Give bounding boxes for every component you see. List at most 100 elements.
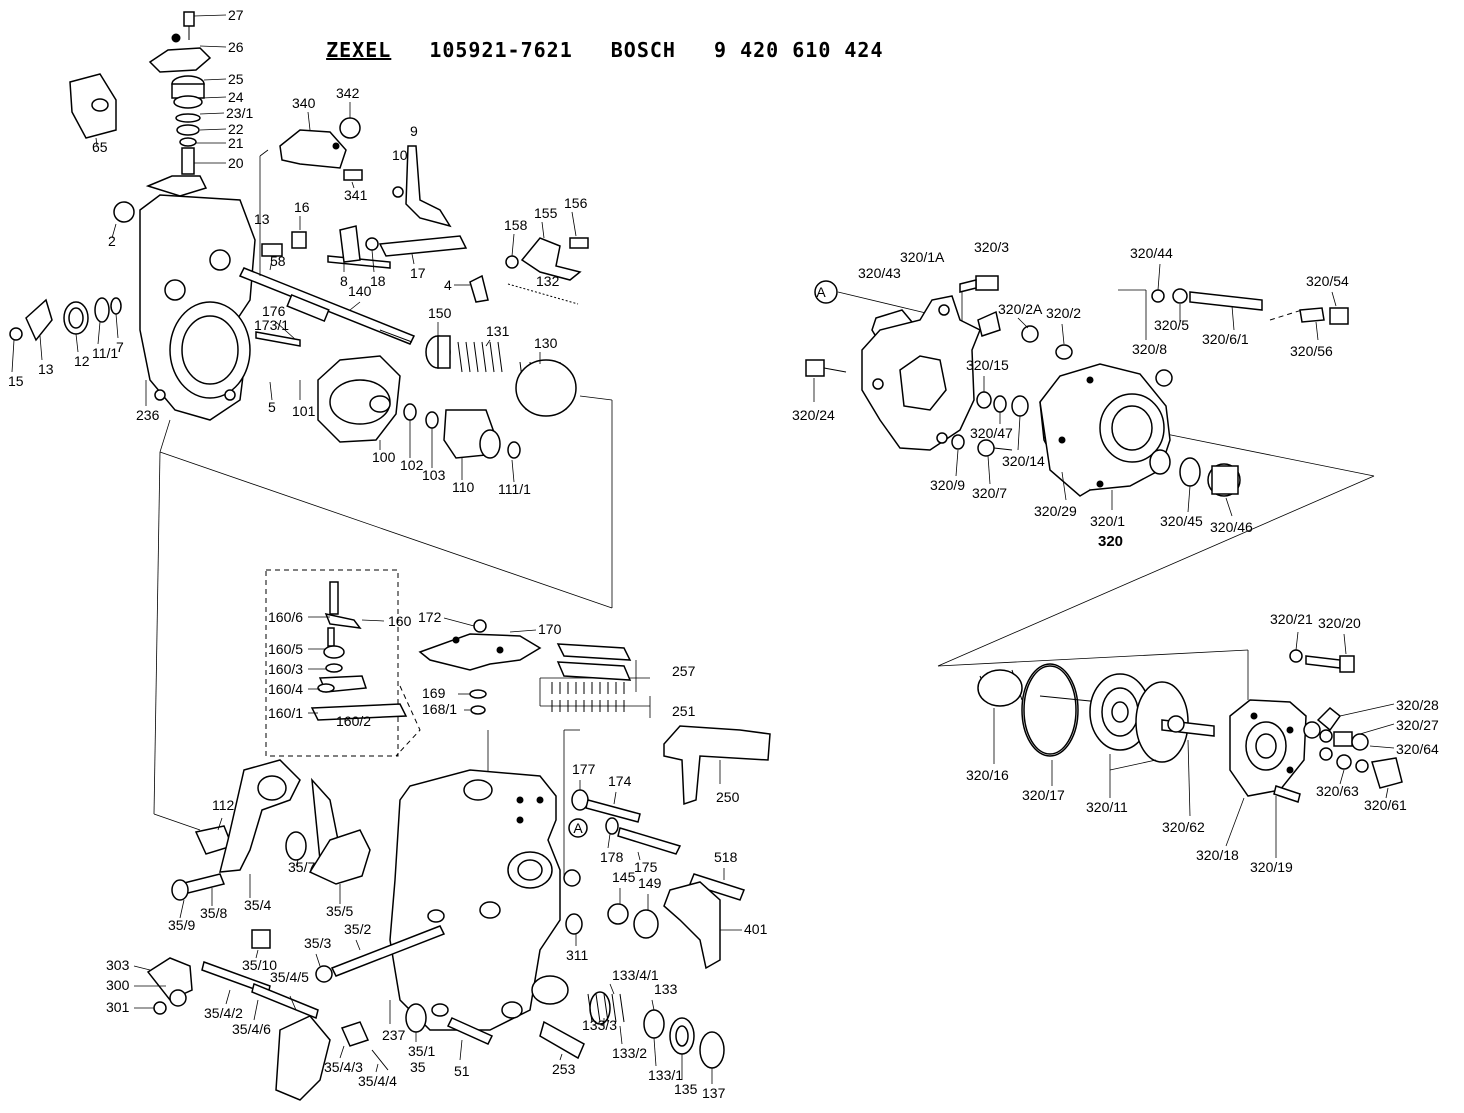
part-label: 401 — [744, 921, 768, 937]
part-label: 320/63 — [1316, 783, 1359, 799]
part-label: 23/1 — [226, 105, 253, 121]
part-label: 320/19 — [1250, 859, 1293, 875]
part-label: 25 — [228, 71, 244, 87]
part-label: 320/24 — [792, 407, 835, 423]
part-label: 16 — [294, 199, 310, 215]
part-label: 172 — [418, 609, 442, 625]
part-label: 131 — [486, 323, 510, 339]
part-number-bosch: 9 420 610 424 — [713, 38, 884, 62]
part-label: 133 — [654, 981, 678, 997]
part-label: 160/3 — [268, 661, 303, 677]
part-label: 145 — [612, 869, 636, 885]
part-label: 320/11 — [1086, 799, 1128, 815]
brand-zexel: ZEXEL — [326, 38, 392, 62]
part-label: 320/64 — [1396, 741, 1439, 757]
part-label: 320/21 — [1270, 611, 1313, 627]
part-label: 35/8 — [200, 905, 227, 921]
part-label: 35/4/4 — [358, 1073, 397, 1089]
part-label: 12 — [74, 353, 90, 369]
part-label: 13 — [254, 211, 270, 227]
assembly-320-upper — [805, 263, 1349, 517]
part-label: 341 — [344, 187, 368, 203]
part-label: 237 — [382, 1027, 406, 1043]
part-label: 35/4 — [244, 897, 271, 913]
part-label: 320/27 — [1396, 717, 1439, 733]
part-label: 65 — [92, 139, 108, 155]
part-label: 320/1A — [900, 249, 945, 265]
part-label: 133/4/1 — [612, 967, 659, 983]
part-label: 236 — [136, 407, 160, 423]
part-label: 320/3 — [974, 239, 1009, 255]
part-label: 149 — [638, 875, 662, 891]
part-label: 35/4/6 — [232, 1021, 271, 1037]
part-label: 100 — [372, 449, 396, 465]
part-label: 320/18 — [1196, 847, 1239, 863]
part-label: 300 — [106, 977, 130, 993]
part-label: 320/29 — [1034, 503, 1077, 519]
part-label: 320/16 — [966, 767, 1009, 783]
part-label: 170 — [538, 621, 562, 637]
part-label: 174 — [608, 773, 632, 789]
part-label: 320/61 — [1364, 797, 1407, 813]
part-label: 320/28 — [1396, 697, 1439, 713]
part-label: 301 — [106, 999, 130, 1015]
assembly-number-labels: 320 — [1098, 533, 1123, 550]
part-label: 320/8 — [1132, 341, 1167, 357]
part-label: 160/6 — [268, 609, 303, 625]
part-label: 35/4/3 — [324, 1059, 363, 1075]
part-label: 35/9 — [168, 917, 195, 933]
part-label: 160/4 — [268, 681, 303, 697]
part-label: 173/1 — [254, 317, 289, 333]
part-label: 156 — [564, 195, 588, 211]
part-label: 250 — [716, 789, 740, 805]
part-label: 17 — [410, 265, 426, 281]
part-label: 158 — [504, 217, 528, 233]
part-label: 35/10 — [242, 957, 277, 973]
part-label: 11/1 — [92, 345, 118, 361]
part-label: 4 — [444, 277, 452, 293]
part-label: 160/2 — [336, 713, 371, 729]
housing-lower — [133, 581, 771, 1101]
part-label: 22 — [228, 121, 244, 137]
part-label: 150 — [428, 305, 452, 321]
part-label: 320/2 — [1046, 305, 1081, 321]
part-label: 169 — [422, 685, 446, 701]
part-label: 320/17 — [1022, 787, 1065, 803]
part-label: 18 — [370, 273, 386, 289]
part-label: 320/56 — [1290, 343, 1333, 359]
part-label: 8 — [340, 273, 348, 289]
part-label: 320/5 — [1154, 317, 1189, 333]
part-label: 342 — [336, 85, 360, 101]
part-label: 140 — [348, 283, 372, 299]
assembly-320-lower — [977, 631, 1403, 858]
part-label: 110 — [452, 479, 475, 495]
part-label: 2 — [108, 233, 116, 249]
part-label: 155 — [534, 205, 558, 221]
part-label: 102 — [400, 457, 424, 473]
part-label: 340 — [292, 95, 316, 111]
part-label: 160/5 — [268, 641, 303, 657]
part-label: 20 — [228, 155, 244, 171]
part-label: 35/4/5 — [270, 969, 309, 985]
part-label: 320/46 — [1210, 519, 1253, 535]
part-label: 35 — [410, 1059, 426, 1075]
part-label: 178 — [600, 849, 624, 865]
part-label: 320/7 — [972, 485, 1007, 501]
part-label: 133/1 — [648, 1067, 683, 1083]
part-label: 35/7 — [288, 859, 315, 875]
part-label: 133/3 — [582, 1017, 617, 1033]
part-label: 10 — [392, 147, 408, 163]
part-label: 7 — [116, 339, 124, 355]
part-label: 24 — [228, 89, 244, 105]
part-label: 13 — [38, 361, 54, 377]
part-label: 311 — [566, 947, 589, 963]
part-label: 251 — [672, 703, 696, 719]
part-label: 177 — [572, 761, 596, 777]
part-label: 133/2 — [612, 1045, 647, 1061]
part-label: 51 — [454, 1063, 470, 1079]
part-label: 35/1 — [408, 1043, 435, 1059]
part-label: 21 — [228, 135, 244, 151]
part-label: 320/6/1 — [1202, 331, 1249, 347]
